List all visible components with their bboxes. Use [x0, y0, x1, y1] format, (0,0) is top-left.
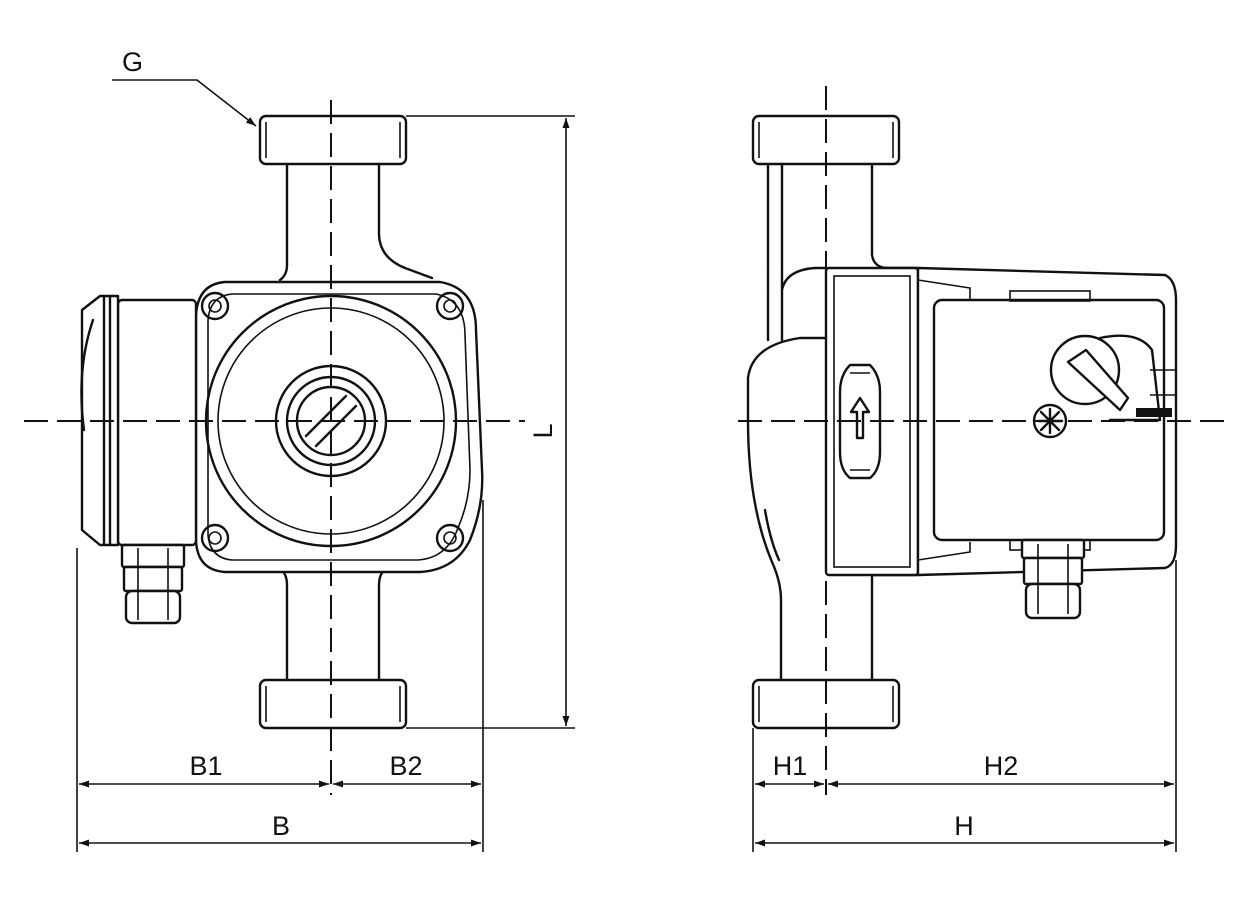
dimension-l	[406, 115, 575, 729]
cable-gland-side	[1020, 538, 1086, 620]
label-b1: B1	[189, 751, 222, 781]
side-pipe	[746, 162, 920, 682]
speed-selector-knob	[1049, 334, 1176, 422]
side-view: H1 H2 H	[738, 86, 1225, 852]
label-b2: B2	[389, 751, 422, 781]
top-thread-connection	[258, 114, 408, 166]
cable-gland-front	[120, 543, 186, 625]
bottom-thread-connection	[258, 678, 408, 730]
motor-cover-step	[917, 279, 971, 561]
front-view: G L B1 B2 B	[24, 47, 575, 852]
housing-inner-edge	[207, 293, 471, 561]
label-b: B	[272, 811, 290, 841]
side-pipe-inner	[763, 288, 784, 562]
housing-screws	[200, 291, 465, 553]
top-pipe	[278, 162, 434, 282]
label-h1: H1	[773, 751, 808, 781]
motor-top-tab	[1009, 290, 1091, 302]
vent-plug-slot	[304, 394, 358, 448]
label-h2: H2	[984, 751, 1019, 781]
label-l: L	[528, 423, 558, 438]
dimension-h-lines	[752, 560, 1177, 852]
bottom-pipe	[278, 566, 388, 682]
label-g: G	[122, 47, 143, 77]
label-h: H	[954, 811, 974, 841]
dimension-b-lines	[76, 500, 484, 852]
pump-housing	[194, 280, 484, 574]
g-leader	[112, 79, 257, 127]
